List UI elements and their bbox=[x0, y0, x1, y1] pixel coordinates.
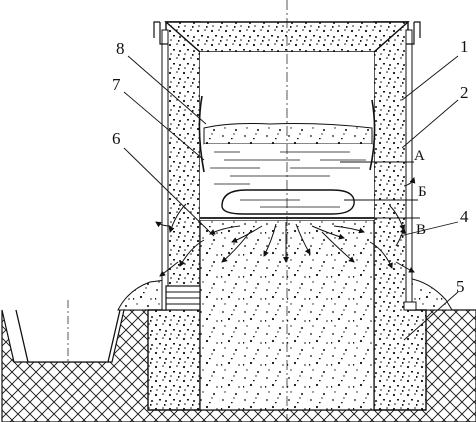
callout-4: 4 bbox=[460, 207, 469, 226]
leader-7 bbox=[123, 91, 205, 161]
callout-6: 6 bbox=[112, 129, 121, 148]
leader-2 bbox=[401, 99, 459, 149]
callout-7: 7 bbox=[112, 75, 121, 94]
furnace-wall-right bbox=[373, 21, 427, 411]
leader-8 bbox=[127, 55, 207, 125]
callout-5: 5 bbox=[456, 277, 465, 296]
slag-heap-left bbox=[117, 279, 167, 311]
slag-heap-right bbox=[407, 277, 453, 311]
leader-6 bbox=[123, 147, 215, 237]
metal-zone-a bbox=[204, 144, 372, 190]
flow-arrows bbox=[155, 177, 416, 277]
zone-label-v: В bbox=[416, 222, 426, 238]
zone-label-b: Б bbox=[418, 184, 427, 200]
callout-2: 2 bbox=[460, 83, 469, 102]
slag-layer bbox=[203, 123, 373, 145]
callout-1: 1 bbox=[460, 37, 469, 56]
ingot-zone-b bbox=[221, 189, 355, 215]
tuyere-block bbox=[165, 285, 201, 311]
electrode-right bbox=[369, 99, 376, 171]
leader-5 bbox=[403, 291, 459, 341]
callout-8: 8 bbox=[116, 39, 125, 58]
zone-label-a: А bbox=[414, 148, 425, 164]
drain-block-right bbox=[403, 301, 417, 311]
hook-right bbox=[406, 21, 421, 45]
leader-1 bbox=[401, 55, 459, 101]
leader-4 bbox=[399, 221, 459, 237]
electrode-left bbox=[198, 95, 205, 173]
metal-lines bbox=[210, 151, 366, 185]
outer-plate-left bbox=[161, 29, 169, 311]
hook-left bbox=[153, 21, 168, 45]
